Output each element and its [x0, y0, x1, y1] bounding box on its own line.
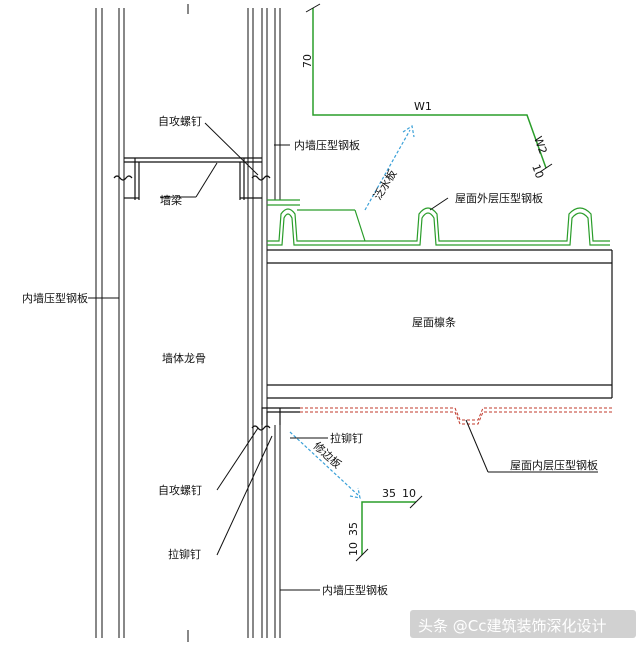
label-self-tapping-screw-bottom: 自攻螺钉 [158, 483, 202, 497]
screw-marks-top [113, 175, 271, 431]
label-roof-inner-panel: 屋面内层压型钢板 [510, 458, 598, 472]
dim-top-vertical: 70 [301, 54, 314, 68]
top-flashing [305, 3, 553, 173]
label-inner-wall-panel-top: 内墙压型钢板 [294, 138, 360, 152]
watermark-backdrop [410, 610, 636, 638]
leader-lines [88, 122, 598, 591]
label-rivet-right: 拉铆钉 [330, 431, 363, 445]
dim-bottom-10: 10 [402, 487, 416, 500]
bottom-angle [261, 407, 300, 425]
wall-stud-column [95, 4, 281, 642]
label-wall-beam: 墙梁 [160, 193, 182, 207]
label-flashing: 泛水板 [370, 167, 399, 202]
label-roof-purlin: 屋面檩条 [412, 315, 456, 329]
label-inner-wall-panel-left: 内墙压型钢板 [22, 291, 88, 305]
roof-purlin [267, 249, 613, 399]
roof-inner-panel [300, 407, 612, 425]
label-roof-outer-panel: 屋面外层压型钢板 [455, 191, 543, 205]
dim-vertical-35: 35 [347, 522, 360, 536]
label-wall-stud: 墙体龙骨 [162, 351, 206, 365]
dim-vertical-10: 10 [347, 542, 360, 556]
wall-beam [124, 157, 262, 200]
dim-w1: W1 [414, 100, 432, 113]
watermark-text: 头条 @Cc建筑装饰深化设计 [418, 617, 607, 635]
bottom-trim [355, 495, 423, 562]
dim-bottom-35: 35 [382, 487, 396, 500]
roof-outer-panel [267, 199, 610, 246]
dim-w2: W2 [531, 135, 549, 156]
blue-leaders [289, 124, 415, 499]
dim-top-ten: 10 [529, 163, 546, 181]
label-inner-wall-panel-bottom: 内墙压型钢板 [322, 583, 388, 597]
label-rivet-left: 拉铆钉 [168, 547, 201, 561]
label-self-tapping-screw-top: 自攻螺钉 [158, 114, 202, 128]
